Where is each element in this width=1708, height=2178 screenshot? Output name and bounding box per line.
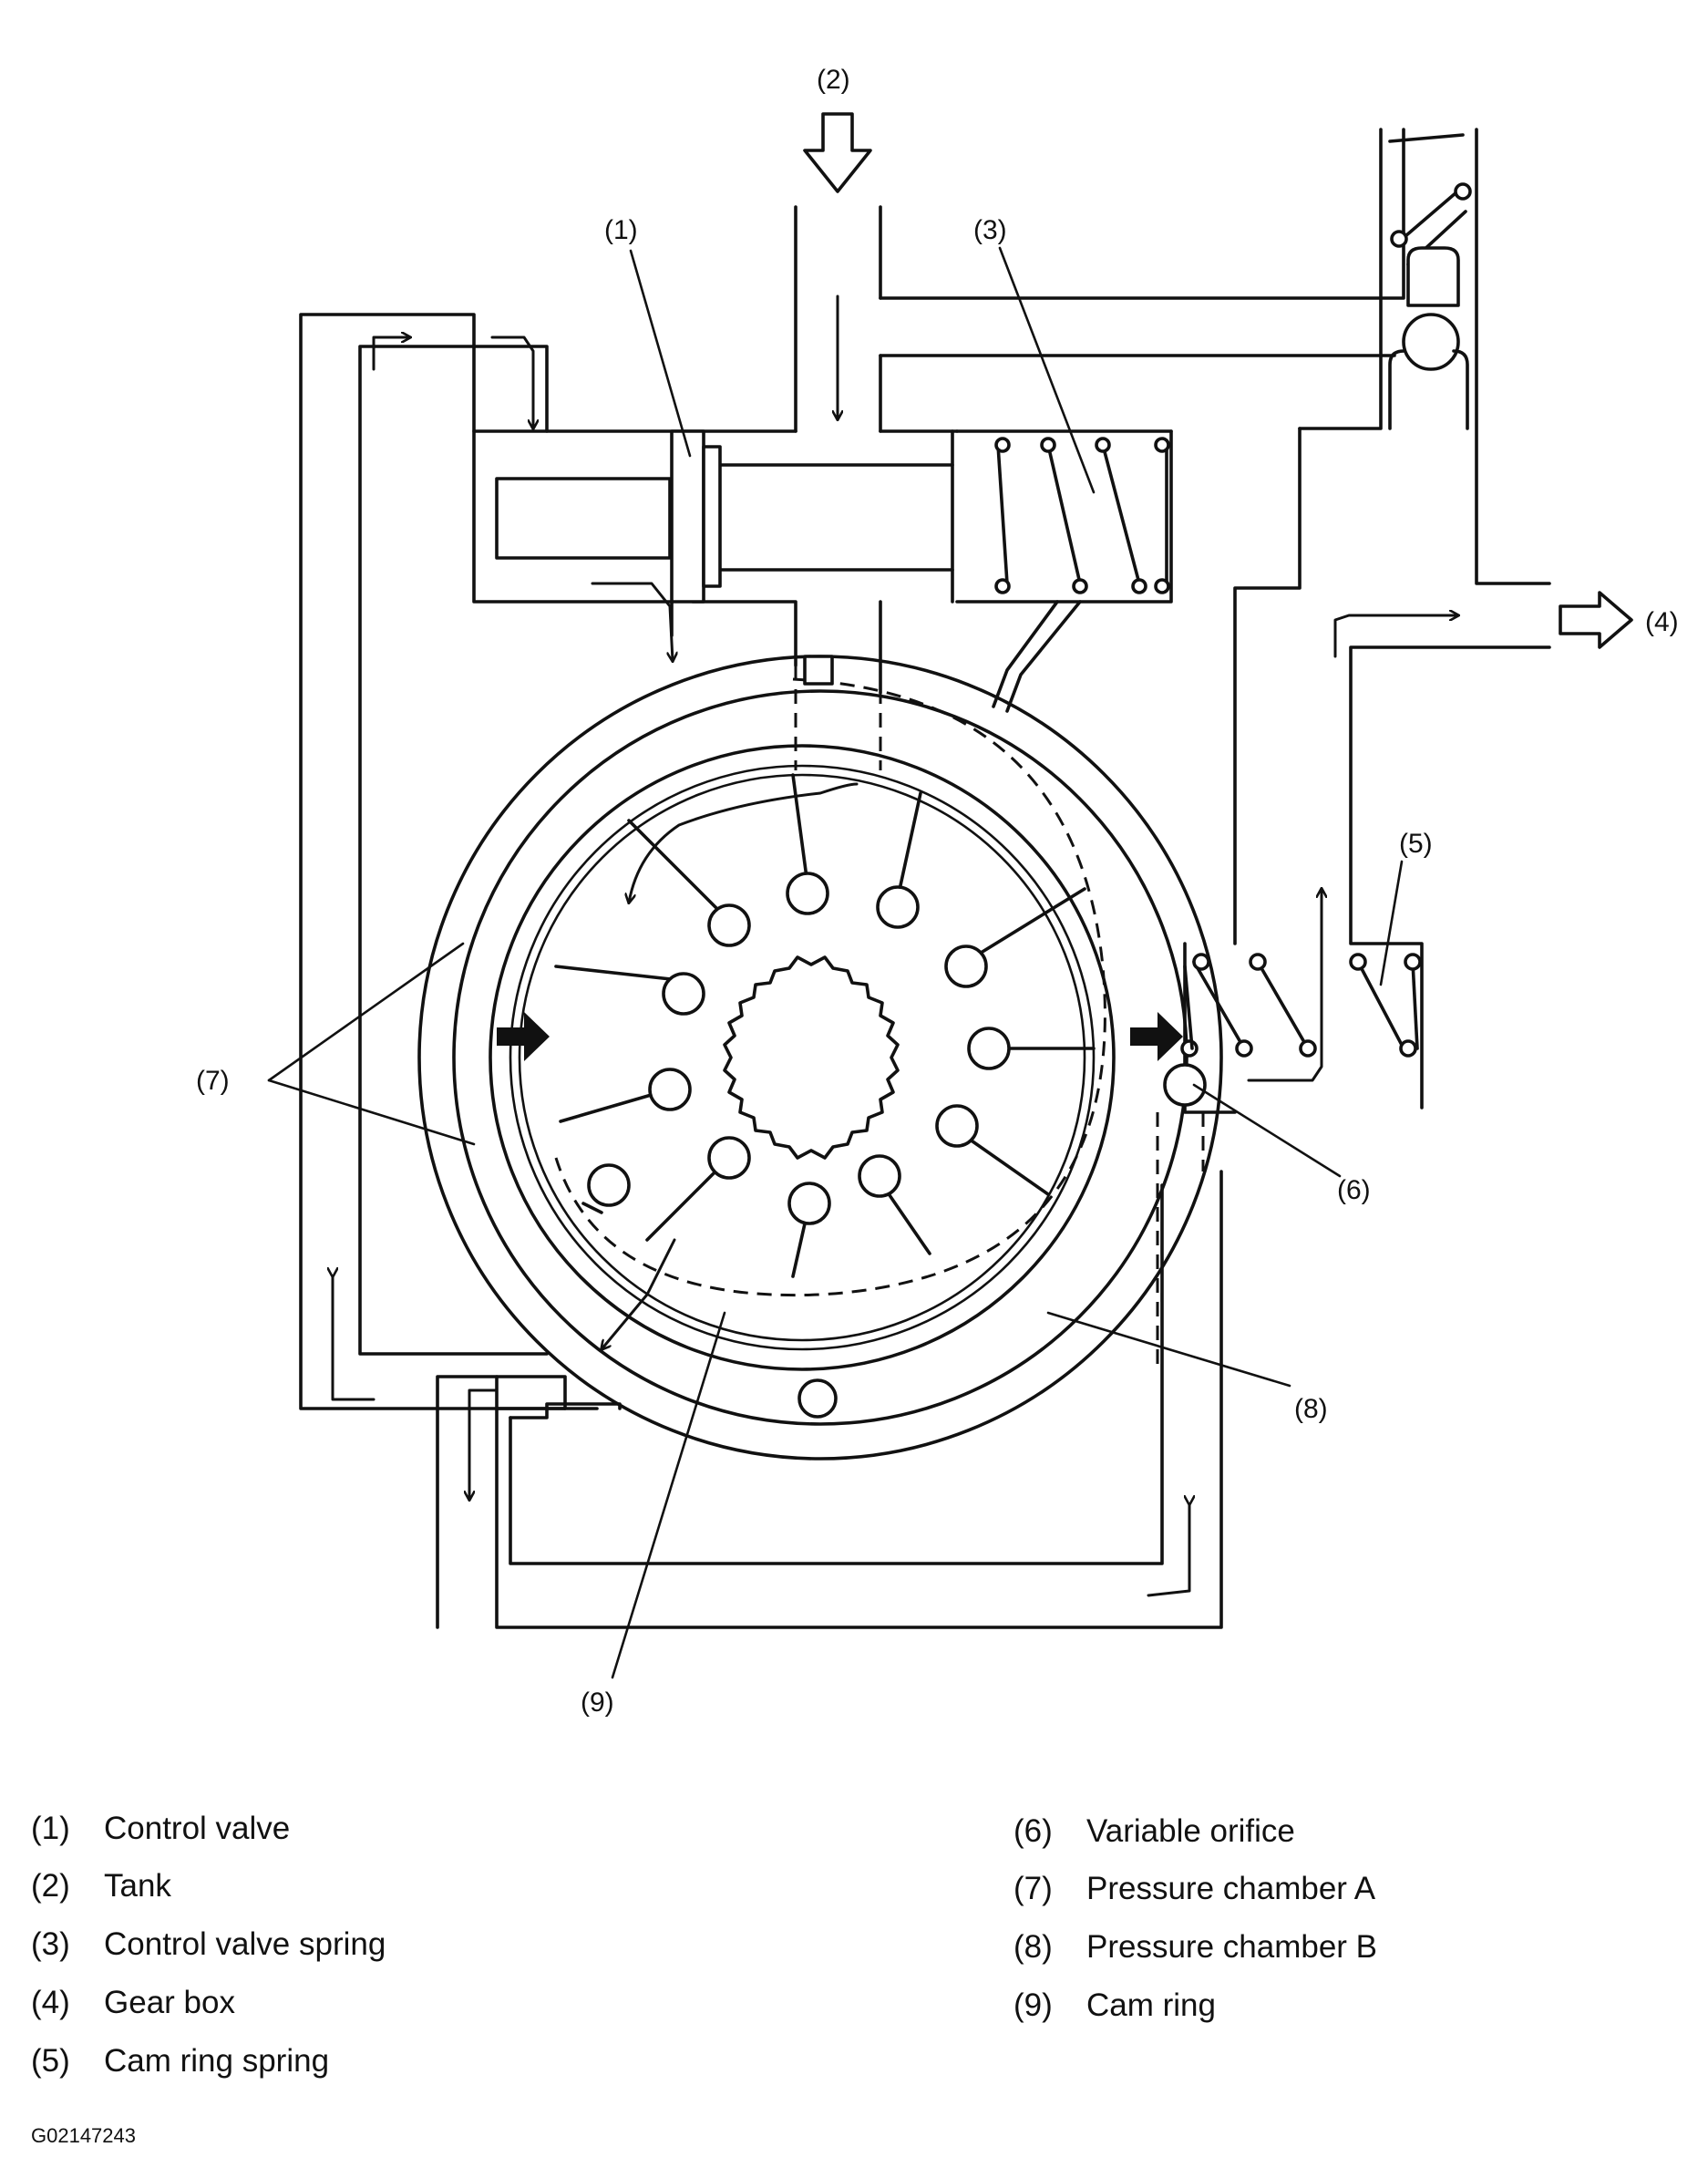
cam-ring-spring bbox=[1180, 953, 1422, 1058]
callout-3: (3) bbox=[973, 215, 1007, 245]
legend-number: (9) bbox=[1013, 1987, 1053, 2023]
relief-valve bbox=[1388, 133, 1472, 430]
leader-lines bbox=[267, 246, 1404, 1679]
legend-number: (2) bbox=[31, 1868, 70, 1904]
cam-force-arrow-left bbox=[497, 1012, 550, 1061]
control-valve bbox=[670, 429, 722, 604]
callout-6: (6) bbox=[1337, 1175, 1371, 1205]
splined-shaft bbox=[723, 955, 900, 1160]
legend-label: Pressure chamber B bbox=[1086, 1929, 1378, 1965]
tank-inlet-arrow bbox=[803, 112, 872, 193]
flow-arrows bbox=[333, 112, 1633, 1597]
legend-label: Control valve bbox=[104, 1811, 291, 1846]
legend-label: Cam ring bbox=[1086, 1987, 1216, 2023]
legend-label: Control valve spring bbox=[104, 1926, 386, 1962]
cam-force-arrow-right bbox=[1130, 1012, 1183, 1061]
callout-1: (1) bbox=[604, 215, 638, 245]
legend-number: (6) bbox=[1013, 1813, 1053, 1849]
legend-label: Variable orifice bbox=[1086, 1813, 1295, 1849]
callout-8: (8) bbox=[1294, 1394, 1328, 1424]
pump-rings bbox=[417, 655, 1223, 1461]
legend-number: (4) bbox=[31, 1985, 70, 2020]
callout-2: (2) bbox=[817, 65, 850, 95]
power-steering-pump-diagram: (1) (2) (3) (4) (5) (6) (7) (8) (9) bbox=[196, 65, 1679, 1718]
callout-5: (5) bbox=[1399, 829, 1433, 859]
legend-number: (1) bbox=[31, 1811, 70, 1846]
legend-label: Cam ring spring bbox=[104, 2043, 330, 2079]
legend-label: Tank bbox=[104, 1868, 171, 1904]
legend-label: Pressure chamber A bbox=[1086, 1871, 1376, 1906]
gearbox-outlet-arrow bbox=[1559, 591, 1633, 649]
figure-code: G02147243 bbox=[31, 2124, 136, 2147]
pump-housing bbox=[299, 128, 1551, 1629]
legend-number: (3) bbox=[31, 1926, 70, 1962]
variable-orifice-ball bbox=[1163, 1063, 1207, 1107]
legend-number: (5) bbox=[31, 2043, 70, 2079]
legend-number: (8) bbox=[1013, 1929, 1053, 1965]
rotor bbox=[554, 773, 1096, 1278]
callout-4: (4) bbox=[1645, 607, 1679, 637]
legend-number: (7) bbox=[1013, 1871, 1053, 1906]
callout-9: (9) bbox=[581, 1688, 614, 1718]
cam-ring-dashed bbox=[554, 677, 1106, 1297]
callout-7: (7) bbox=[196, 1066, 230, 1096]
legend-label: Gear box bbox=[104, 1985, 235, 2020]
control-valve-spring bbox=[994, 437, 1170, 594]
cam-pivot bbox=[797, 1378, 838, 1419]
